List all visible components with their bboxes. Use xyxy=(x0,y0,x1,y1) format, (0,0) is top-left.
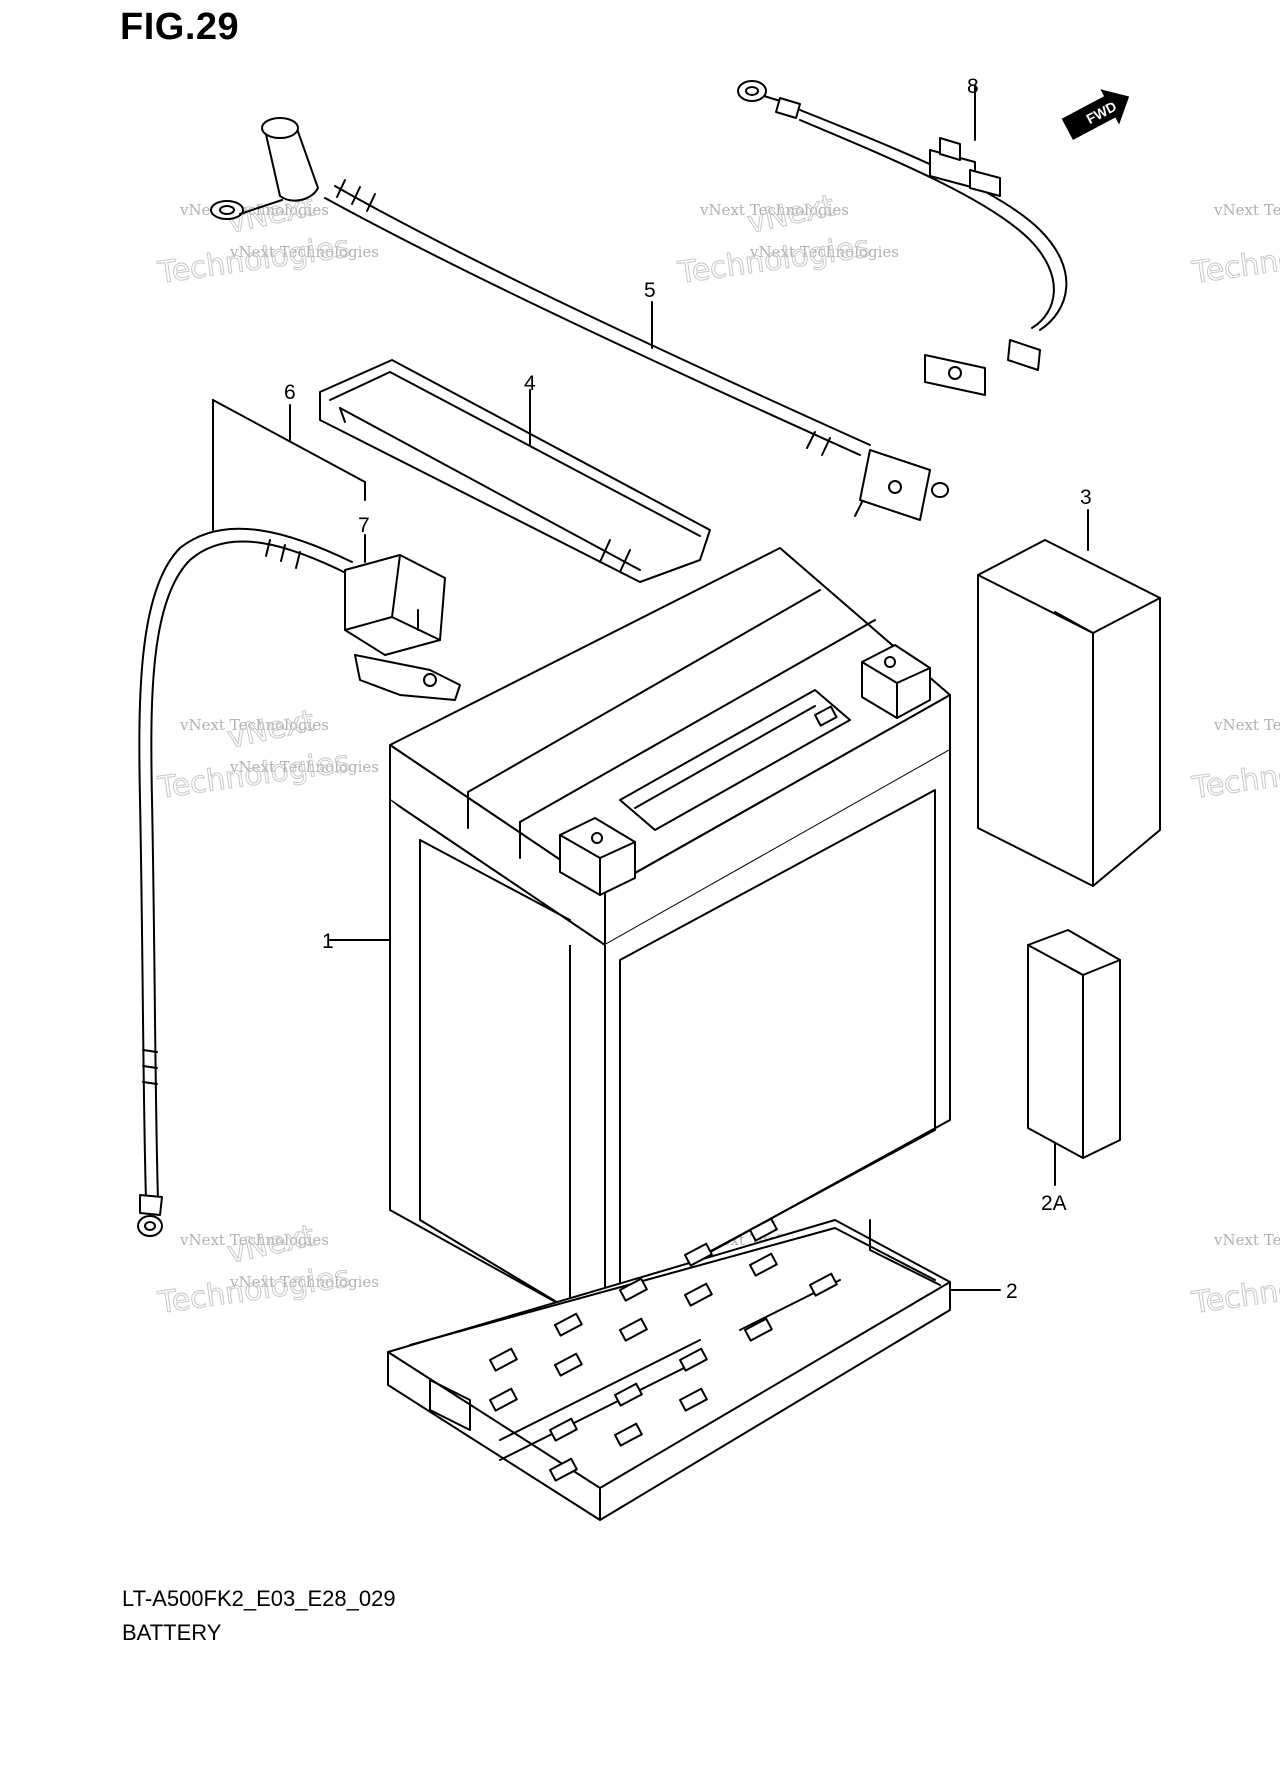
callout-8: 8 xyxy=(967,75,979,98)
watermark-line: vNext Technologies xyxy=(699,201,849,219)
watermark-line: Technologies xyxy=(1189,1259,1280,1321)
callout-5: 5 xyxy=(644,279,656,302)
watermark: vNext Technologies Technologies xyxy=(1189,201,1280,292)
diagram-caption: BATTERY xyxy=(122,1620,222,1645)
watermark: vNext Technologies vNext Technologies Te… xyxy=(155,188,379,292)
watermark-line: vNext xyxy=(224,703,317,756)
battery-cable-positive xyxy=(210,117,949,521)
watermark: vNext Technologies Technologies xyxy=(1189,716,1280,807)
callout-labels: 1 2 2A 3 4 5 6 7 8 xyxy=(284,75,1092,1303)
watermark-line: Technologies xyxy=(1189,744,1280,806)
callout-6: 6 xyxy=(284,381,296,404)
callout-3: 3 xyxy=(1080,486,1092,509)
watermark-line: Technologies xyxy=(155,229,352,291)
watermark-line: vNext xyxy=(224,1218,317,1271)
battery xyxy=(329,547,951,1311)
watermark-line: vNext xyxy=(744,188,837,241)
callout-2: 2 xyxy=(1006,1280,1018,1303)
watermark-line: vNext Technologies xyxy=(229,1273,379,1291)
tray-slots xyxy=(489,1217,838,1482)
watermark: vNext Technologies vNext Technologies Te… xyxy=(155,1218,379,1322)
watermark-line: vNext Technologies xyxy=(1213,716,1280,734)
watermark-line: Technologies xyxy=(155,744,352,806)
battery-strap xyxy=(319,359,711,583)
sensor-lead xyxy=(737,80,1068,396)
watermark-line: Technologies xyxy=(155,1259,352,1321)
callout-4: 4 xyxy=(524,372,536,395)
watermark: vNext Technologies vNext Technologies Te… xyxy=(155,703,379,807)
callout-7: 7 xyxy=(358,514,370,537)
fwd-arrow-icon: FWD xyxy=(1061,89,1130,140)
battery-cable-negative xyxy=(137,399,461,1237)
watermark-line: Technologies xyxy=(675,229,872,291)
watermark-line: vNext Technologies xyxy=(1213,1231,1280,1249)
watermark: vNext Technologies Technologies xyxy=(1189,1231,1280,1322)
watermark-line: Technologies xyxy=(1189,229,1280,291)
figure-title: FIG.29 xyxy=(120,6,240,48)
battery-pad-large xyxy=(977,509,1161,887)
diagram-code: LT-A500FK2_E03_E28_029 xyxy=(122,1586,396,1611)
watermark: vNext Technologies vNext Technologies Te… xyxy=(675,188,899,292)
callout-1: 1 xyxy=(322,930,334,953)
watermark-line: vNext Technologies xyxy=(229,243,379,261)
watermark-line: vNext Technologies xyxy=(229,758,379,776)
battery-tray xyxy=(387,1217,1001,1521)
watermark-line: vNext Technologies xyxy=(179,716,329,734)
watermark-line: vNext Technologies xyxy=(179,1231,329,1249)
battery-pad-small xyxy=(1027,929,1121,1186)
watermark-line: vNext Technologies xyxy=(749,243,899,261)
watermark-line: vNext Technologies xyxy=(1213,201,1280,219)
callout-2a: 2A xyxy=(1041,1192,1067,1215)
